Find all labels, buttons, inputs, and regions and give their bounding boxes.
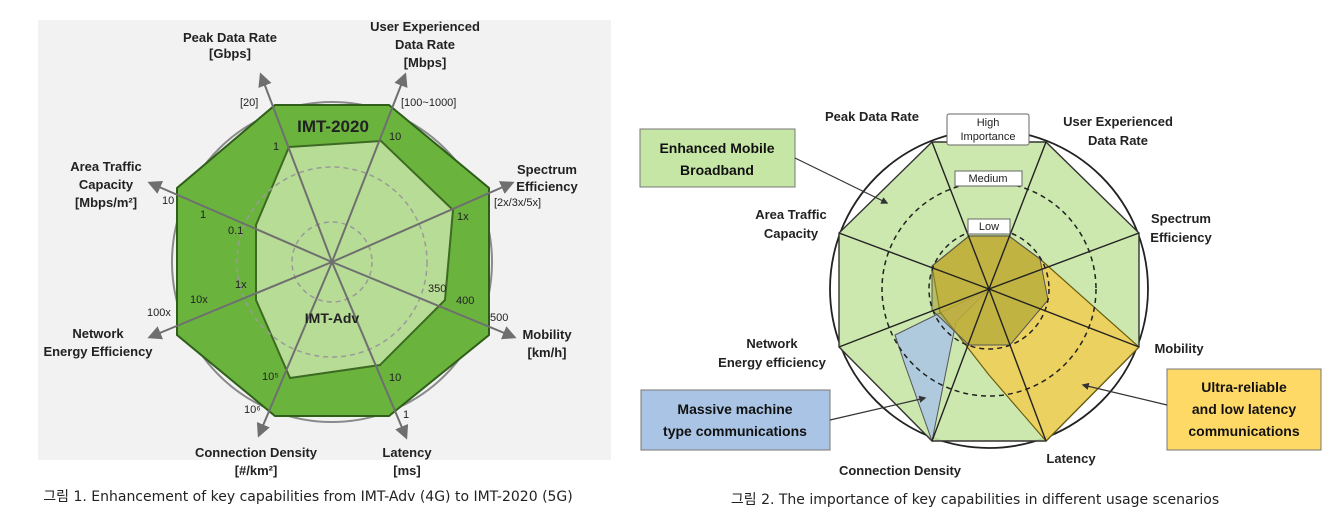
axis-peak-data-rate [258, 72, 333, 263]
level-medium-label: Medium [968, 173, 1007, 185]
urllc-pointer [1081, 382, 1168, 406]
fig1-axis-title-peak: Peak Data Rate[Gbps] [183, 30, 277, 61]
imt-adv-polygon [255, 139, 455, 380]
fig1-ring-mid [236, 166, 428, 358]
spoke-mobility [988, 288, 1140, 348]
fig1-axis-title-latency: Latency[ms] [382, 445, 432, 478]
embb-pointer [794, 157, 889, 204]
spoke-spectrum [988, 232, 1140, 290]
tick-energy-inner: 1x [235, 279, 247, 291]
embb-box [639, 128, 796, 188]
axis-latency [331, 261, 409, 440]
spoke-peak [931, 141, 990, 290]
tick-mobility-350: 350 [428, 283, 446, 295]
tick-user-inner: 10 [389, 131, 401, 143]
figure-1: IMT-2020 IMT-Adv Peak Data Rate[Gbps] Us… [38, 19, 611, 505]
tick-conn-inner: 10⁵ [262, 371, 279, 383]
fig2-ring-medium [881, 181, 1097, 397]
fig2-caption: 그림 2. The importance of key capabilities… [731, 492, 1219, 508]
tick-area-inner: 0.1 [228, 225, 243, 237]
tick-energy-mid: 10x [190, 294, 208, 306]
imt2020-label: IMT-2020 [297, 117, 369, 136]
fig2-spokes [838, 141, 1140, 442]
fig1-axis-title-connection: Connection Density[#/km²] [195, 445, 318, 478]
tick-latency-outer: 1 [403, 409, 409, 421]
spoke-user [988, 141, 1047, 290]
spoke-area [838, 232, 990, 290]
mmtc-pointer [829, 395, 927, 421]
urllc-box [1166, 368, 1322, 451]
axis-area-traffic [147, 181, 333, 263]
fig2-axis-title-latency: Latency [1046, 451, 1096, 466]
level-medium-box [954, 170, 1023, 187]
level-low-box [967, 218, 1011, 235]
level-low-label: Low [979, 221, 999, 233]
axis-user-experienced [331, 72, 408, 263]
tick-user-outer: [100~1000] [401, 97, 456, 109]
tick-mobility-400: 400 [456, 295, 474, 307]
tick-area-outer: 10 [162, 195, 174, 207]
imt-adv-label: IMT-Adv [305, 310, 360, 326]
axis-network-energy [147, 261, 333, 340]
axis-spectrum [331, 181, 515, 263]
tick-peak-inner: 1 [273, 141, 279, 153]
fig2-axis-title-peak: Peak Data Rate [825, 109, 919, 124]
spoke-connection [931, 288, 990, 442]
tick-area-mid: 1 [200, 209, 206, 221]
spoke-energy [838, 288, 990, 348]
tick-mobility-500: 500 [490, 312, 508, 324]
fig1-tick-labels: [20] 1 [100~1000] 10 [2x/3x/5x] 1x 500 4… [147, 97, 541, 421]
tick-conn-outer: 10⁶ [244, 404, 261, 416]
fig1-ring-inner [291, 221, 373, 303]
fig2-axis-title-mobility: Mobility [1154, 341, 1204, 356]
fig1-axes [147, 72, 517, 440]
mmtc-box [640, 389, 831, 451]
fig2-axis-title-connection: Connection Density [839, 463, 962, 478]
spoke-latency [988, 288, 1047, 442]
fig1-caption: 그림 1. Enhancement of key capabilities fr… [43, 489, 573, 505]
level-high-box [946, 113, 1030, 146]
axis-mobility [331, 261, 517, 340]
fig1-outer-circle [171, 101, 493, 423]
tick-spectrum-outer: [2x/3x/5x] [494, 197, 541, 209]
tick-energy-outer: 100x [147, 307, 171, 319]
tick-peak-outer: [20] [240, 97, 258, 109]
tick-latency-inner: 10 [389, 372, 401, 384]
axis-connection-density [256, 261, 333, 438]
tick-spectrum-inner: 1x [457, 211, 469, 223]
fig1-axis-title-mobility: Mobility[km/h] [522, 327, 572, 360]
